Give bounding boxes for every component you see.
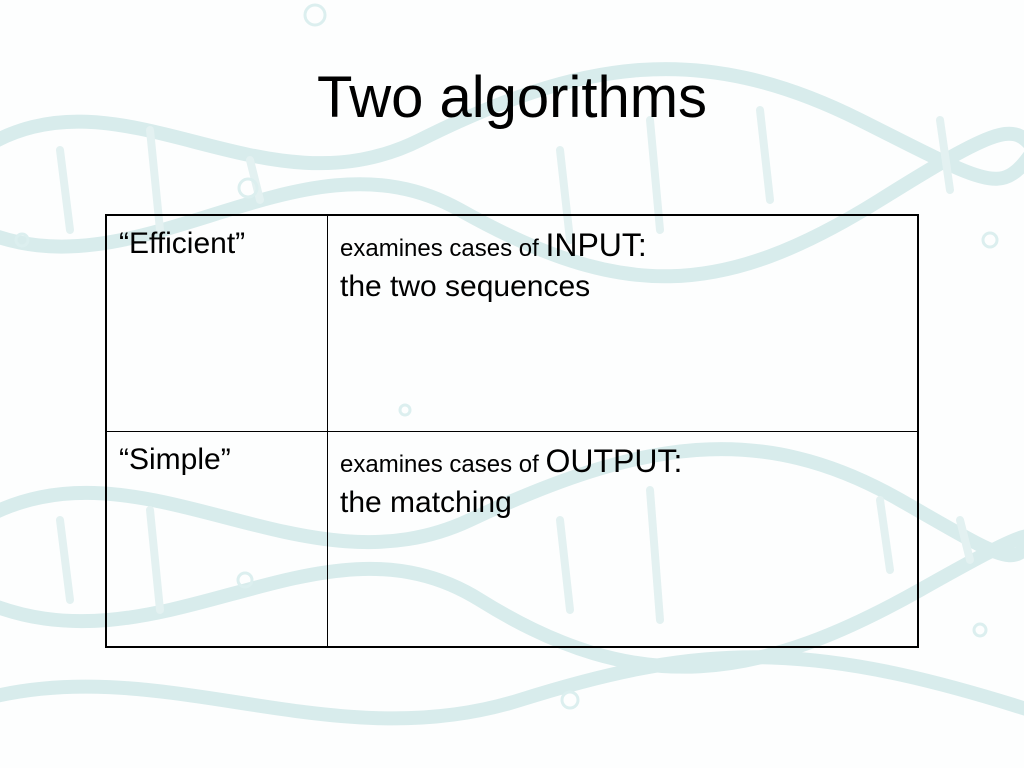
description-keyword: OUTPUT: bbox=[545, 442, 683, 479]
description-detail: the two sequences bbox=[340, 270, 591, 303]
slide-title: Two algorithms bbox=[316, 65, 708, 130]
row-label-cell: “Simple” bbox=[105, 430, 328, 648]
row-label: “Simple” bbox=[119, 442, 231, 476]
comparison-table: “Efficient” examines cases of INPUT: the… bbox=[105, 214, 919, 648]
description-prefix: examines cases of bbox=[340, 235, 546, 262]
row-description-cell: examines cases of INPUT: the two sequenc… bbox=[327, 214, 919, 432]
row-label: “Efficient” bbox=[119, 227, 246, 260]
table-row: “Efficient” examines cases of INPUT: the… bbox=[105, 214, 919, 432]
row-description-cell: examines cases of OUTPUT: the matching bbox=[327, 430, 919, 648]
row-label-cell: “Efficient” bbox=[105, 214, 328, 432]
description-detail: the matching bbox=[340, 485, 512, 519]
description-keyword: INPUT: bbox=[545, 227, 647, 263]
description-prefix: examines cases of bbox=[340, 450, 546, 478]
table-row: “Simple” examines cases of OUTPUT: the m… bbox=[105, 430, 919, 648]
